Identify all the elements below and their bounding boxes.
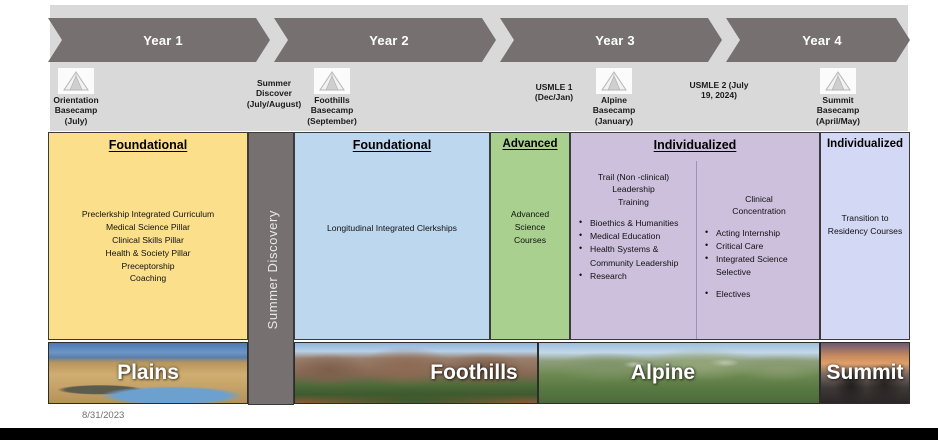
column-foundational-year2-body: Longitudinal Integrated Clerkships	[327, 223, 457, 233]
milestone-summer-discover: Summer Discover (July/August)	[226, 78, 322, 109]
tent-icon	[820, 68, 856, 94]
column-individualized-year4-header: Individualized	[826, 138, 904, 150]
column-individualized-year4-body: Transition to Residency Courses	[827, 213, 903, 236]
column-summer-discovery[interactable]: Summer Discovery	[248, 132, 294, 405]
milestone-summit-basecamp-label: Summit Basecamp (April/May)	[816, 95, 860, 126]
year-chevron-1: Year 1	[48, 18, 270, 62]
individualized-trail-subtitle: Trail (Non -clinical) Leadership Trainin…	[597, 172, 670, 207]
milestone-usmle-1: USMLE 1 (Dec/Jan)	[518, 82, 590, 103]
column-advanced[interactable]: Advanced Advanced Science Courses	[490, 132, 570, 340]
list-item: Electives	[703, 287, 815, 301]
list-item: Research	[577, 269, 690, 283]
year-chevron-1-label: Year 1	[143, 32, 183, 48]
year-chevron-2: Year 2	[274, 18, 496, 62]
milestone-alpine-basecamp: Alpine Basecamp (January)	[578, 68, 650, 126]
column-foundational-year1[interactable]: Foundational Preclerkship Integrated Cur…	[48, 132, 248, 340]
year-timeline-band: Year 1 Year 2 Year 3 Year 4	[48, 18, 910, 62]
column-individualized-year3[interactable]: Individualized Trail (Non -clinical) Lea…	[570, 132, 820, 340]
year-chevron-2-label: Year 2	[369, 32, 409, 48]
column-foundational-year2-header: Foundational	[352, 138, 432, 152]
footer-date: 8/31/2023	[82, 410, 125, 421]
tent-icon	[58, 68, 94, 94]
column-foundational-year2[interactable]: Foundational Longitudinal Integrated Cle…	[294, 132, 490, 340]
milestone-summer-discover-label: Summer Discover (July/August)	[246, 78, 302, 109]
banner-alpine-label: Alpine	[630, 361, 696, 384]
list-item: Bioethics & Humanities	[577, 216, 690, 230]
banner-foothills-label: Foothills	[430, 361, 518, 384]
list-item: Critical Care	[703, 239, 815, 253]
milestone-orientation-basecamp: Orientation Basecamp (July)	[38, 68, 114, 126]
individualized-trail-list: Bioethics & Humanities Medical Education…	[577, 216, 690, 283]
list-item: Integrated Science Selective	[703, 252, 815, 279]
individualized-subcolumns: Trail (Non -clinical) Leadership Trainin…	[571, 161, 819, 339]
milestone-usmle-2: USMLE 2 (July 19, 2024)	[668, 80, 770, 101]
curriculum-columns: Foundational Preclerkship Integrated Cur…	[48, 132, 910, 405]
column-advanced-header: Advanced	[502, 138, 558, 150]
tent-icon	[596, 68, 632, 94]
milestone-alpine-basecamp-label: Alpine Basecamp (January)	[592, 95, 636, 126]
banner-alpine[interactable]: Alpine	[538, 342, 820, 404]
banner-foothills[interactable]: Foothills	[294, 342, 538, 404]
banner-plains[interactable]: Plains	[48, 342, 248, 404]
milestone-usmle-2-label: USMLE 2 (July 19, 2024)	[689, 80, 749, 101]
year-chevron-4: Year 4	[726, 18, 910, 62]
summit-photo-peaks	[821, 343, 909, 403]
bottom-black-bar	[0, 428, 938, 440]
individualized-clinical-subcolumn: Clinical Concentration Acting Internship…	[696, 161, 819, 339]
list-item: Medical Education	[577, 229, 690, 243]
year-chevron-3-label: Year 3	[595, 32, 635, 48]
year-chevron-4-label: Year 4	[802, 32, 842, 48]
banner-plains-label: Plains	[117, 361, 179, 384]
alpine-photo-peaks	[539, 343, 819, 403]
terrain-banner-row: Plains Foothills Alpine Summit	[48, 342, 910, 404]
banner-summit-label: Summit	[826, 361, 904, 384]
milestone-usmle-1-label: USMLE 1 (Dec/Jan)	[534, 82, 574, 103]
banner-summit[interactable]: Summit	[820, 342, 910, 404]
column-summer-discovery-label: Summer Discovery	[264, 209, 280, 330]
individualized-clinical-list: Acting Internship Critical Care Integrat…	[703, 226, 815, 301]
year-chevron-3: Year 3	[500, 18, 722, 62]
column-advanced-body: Advanced Science Courses	[510, 209, 550, 245]
foothills-photo-ridges	[295, 343, 537, 403]
milestone-foothills-basecamp: Foothills Basecamp (September)	[294, 68, 370, 126]
list-item: Acting Internship	[703, 226, 815, 240]
column-individualized-year3-header: Individualized	[653, 138, 737, 152]
individualized-clinical-subtitle: Clinical Concentration	[732, 194, 786, 217]
column-individualized-year4[interactable]: Individualized Transition to Residency C…	[820, 132, 910, 340]
milestone-foothills-basecamp-label: Foothills Basecamp (September)	[307, 95, 357, 126]
tent-icon	[314, 68, 350, 94]
individualized-trail-subcolumn: Trail (Non -clinical) Leadership Trainin…	[571, 161, 696, 339]
plains-photo-river	[49, 343, 247, 403]
milestone-summit-basecamp: Summit Basecamp (April/May)	[800, 68, 876, 126]
milestone-orientation-basecamp-label: Orientation Basecamp (July)	[53, 95, 99, 126]
column-foundational-year1-header: Foundational	[108, 138, 188, 152]
column-foundational-year1-body: Preclerkship Integrated Curriculum Medic…	[81, 209, 215, 284]
list-item: Health Systems & Community Leadership	[577, 242, 690, 269]
